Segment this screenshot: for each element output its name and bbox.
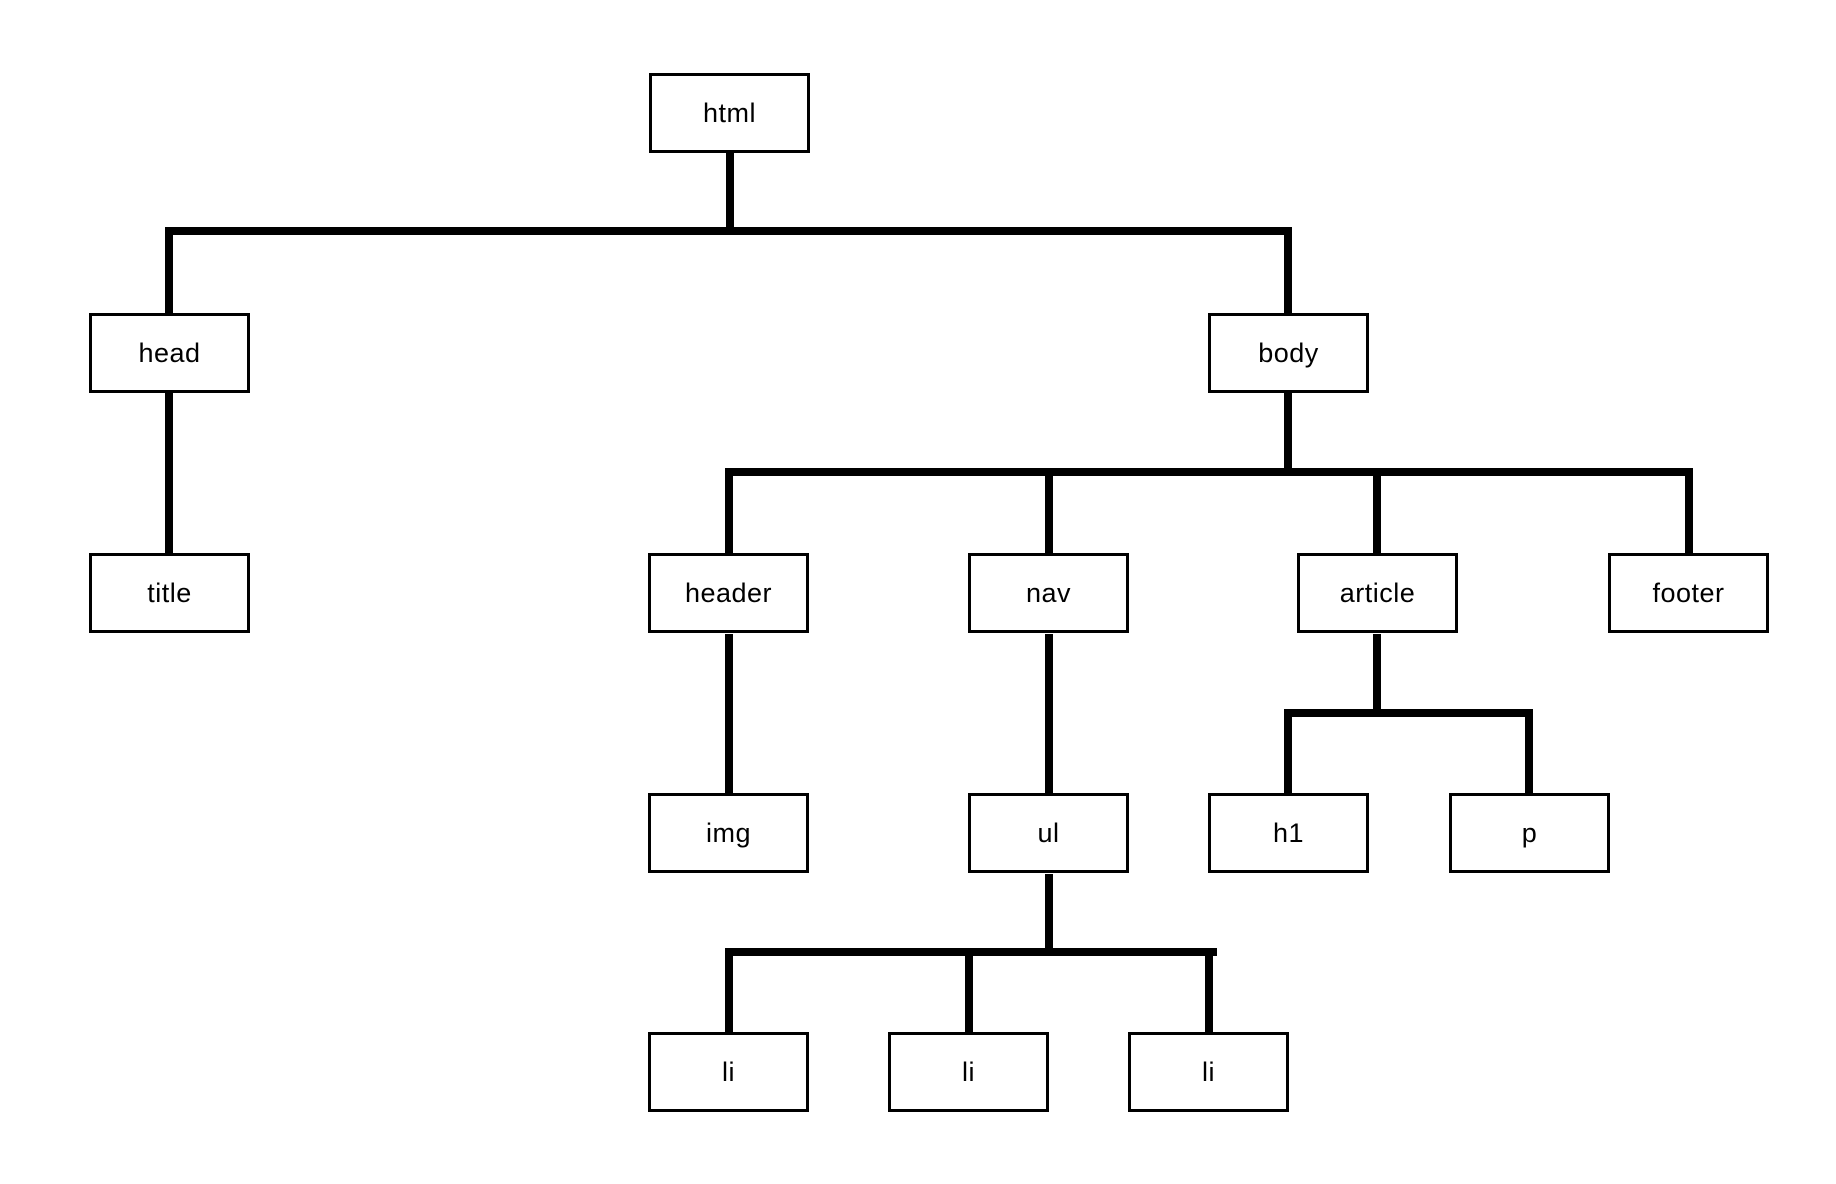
- edge-html-trunk: [726, 153, 734, 235]
- edge-article-leg: [1373, 468, 1381, 553]
- node-head: head: [89, 313, 250, 393]
- node-li-1-label: li: [722, 1056, 735, 1087]
- bus-html-children: [165, 227, 1292, 235]
- node-article-label: article: [1339, 577, 1416, 608]
- node-p-label: p: [1521, 817, 1538, 848]
- node-nav: nav: [968, 553, 1129, 633]
- node-body: body: [1208, 313, 1369, 393]
- node-footer: footer: [1608, 553, 1769, 633]
- node-img-label: img: [705, 817, 751, 848]
- node-li-3: li: [1128, 1032, 1289, 1112]
- node-li-2-label: li: [962, 1056, 975, 1087]
- edge-header-leg: [725, 468, 733, 553]
- edge-body-trunk: [1284, 393, 1292, 476]
- node-head-label: head: [138, 337, 201, 368]
- edge-li-1-leg: [725, 948, 733, 1032]
- edge-article-trunk: [1373, 634, 1381, 717]
- node-html: html: [649, 73, 810, 153]
- node-p: p: [1449, 793, 1610, 873]
- node-nav-label: nav: [1025, 577, 1072, 608]
- node-html-label: html: [702, 97, 756, 128]
- node-header-label: header: [684, 577, 773, 608]
- edge-head-leg: [165, 227, 173, 313]
- edge-nav-ul: [1045, 634, 1053, 793]
- edge-body-leg: [1284, 227, 1292, 313]
- node-title-label: title: [147, 577, 192, 608]
- node-li-1: li: [648, 1032, 809, 1112]
- node-body-label: body: [1258, 337, 1319, 368]
- bus-article-children: [1284, 709, 1533, 717]
- node-img: img: [648, 793, 809, 873]
- edge-li-2-leg: [965, 948, 973, 1032]
- node-title: title: [89, 553, 250, 633]
- edge-head-title: [165, 393, 173, 553]
- edge-h1-leg: [1284, 709, 1292, 793]
- node-li-2: li: [888, 1032, 1049, 1112]
- node-footer-label: footer: [1652, 577, 1725, 608]
- edge-nav-leg: [1045, 468, 1053, 553]
- node-ul: ul: [968, 793, 1129, 873]
- edge-p-leg: [1525, 709, 1533, 793]
- edge-header-img: [725, 634, 733, 793]
- node-li-3-label: li: [1202, 1056, 1215, 1087]
- node-h1-label: h1: [1272, 817, 1305, 848]
- bus-body-children: [725, 468, 1693, 476]
- node-h1: h1: [1208, 793, 1369, 873]
- node-article: article: [1297, 553, 1458, 633]
- edge-ul-trunk: [1045, 874, 1053, 956]
- node-header: header: [648, 553, 809, 633]
- edge-footer-leg: [1685, 468, 1693, 553]
- edge-li-3-leg: [1205, 948, 1213, 1032]
- node-ul-label: ul: [1037, 817, 1060, 848]
